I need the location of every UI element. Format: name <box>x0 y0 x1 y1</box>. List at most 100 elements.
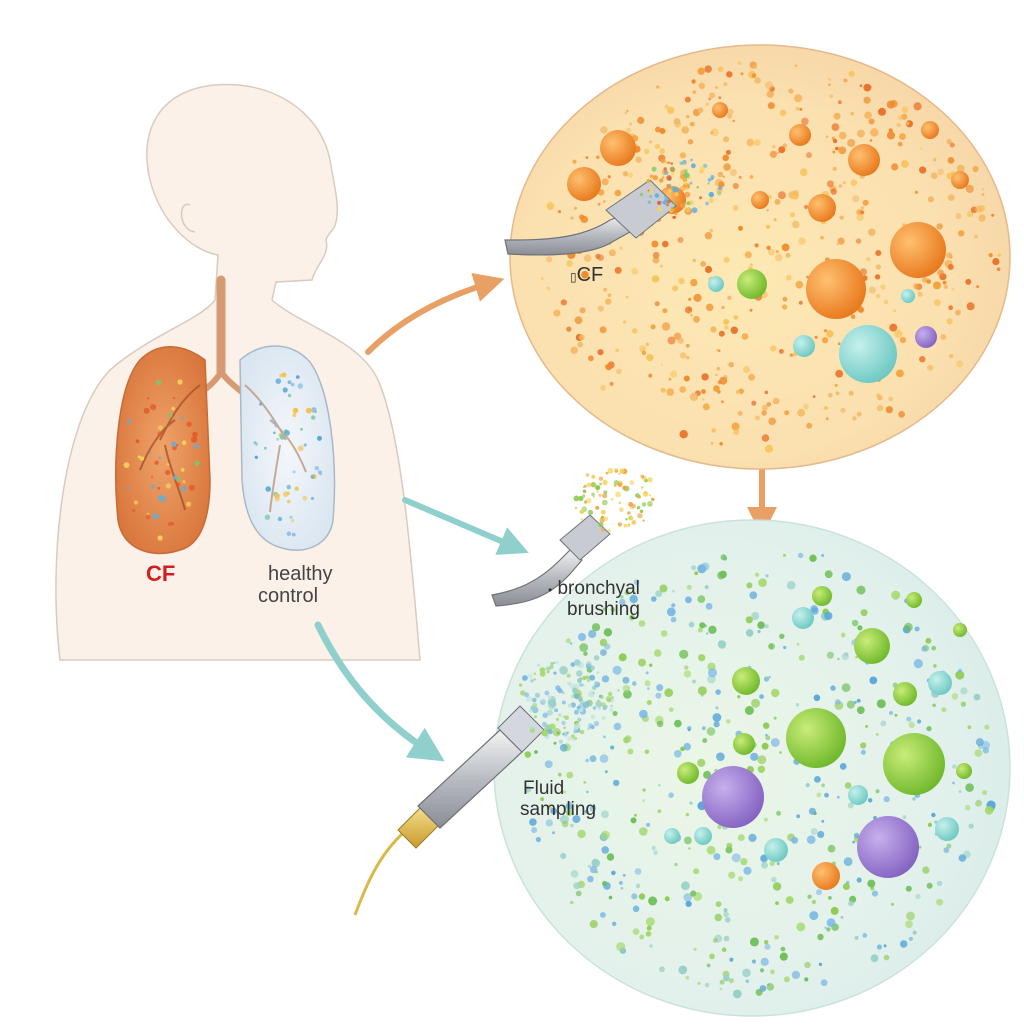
cf-particle <box>654 301 660 307</box>
cf-particle <box>775 250 779 254</box>
healthy-lung-particle <box>264 514 271 520</box>
cf-particle <box>790 212 795 218</box>
healthy-particle <box>905 885 912 892</box>
cf-particle <box>726 71 733 78</box>
healthy-particle <box>683 670 692 678</box>
healthy-particle <box>936 898 944 906</box>
cf-particle <box>715 86 718 89</box>
healthy-particle <box>974 749 983 757</box>
healthy-particle <box>715 689 721 695</box>
cf-particle <box>729 169 738 177</box>
cf-particle <box>723 256 730 263</box>
cf-particle <box>596 155 600 159</box>
cf-particle <box>603 200 606 203</box>
fluid-particle <box>561 700 566 705</box>
healthy-particle <box>726 719 731 724</box>
cf-lung-particle <box>192 431 198 438</box>
healthy-particle <box>776 862 780 866</box>
cf-particle <box>859 84 863 87</box>
healthy-particle <box>655 692 662 699</box>
cf-particle <box>956 164 965 173</box>
fluid-particle <box>541 698 547 704</box>
fluid-particle <box>611 696 614 699</box>
healthy-particle <box>697 981 701 985</box>
cf-particle <box>732 205 739 211</box>
healthy-particle <box>713 853 721 861</box>
healthy-particle <box>915 893 921 900</box>
cf-particle <box>605 363 612 371</box>
cf-particle <box>832 150 836 154</box>
healthy-particle <box>827 844 836 853</box>
cf-particle <box>975 205 983 214</box>
cf-particle <box>717 349 721 353</box>
healthy-particle <box>729 957 734 962</box>
healthy-particle <box>943 847 950 854</box>
cf-particle <box>893 309 897 313</box>
healthy-lung <box>239 345 336 551</box>
cf-lung-particle <box>157 431 163 437</box>
healthy-particle <box>612 921 617 926</box>
brush-particle <box>596 490 599 493</box>
cf-particle <box>860 210 865 215</box>
healthy-particle <box>876 699 886 709</box>
cf-lung-particle <box>194 460 200 466</box>
healthy-particle <box>768 675 771 679</box>
healthy-particle <box>968 823 974 829</box>
healthy-bubble <box>848 785 868 805</box>
fluid-line2: sampling <box>520 799 597 821</box>
healthy-particle <box>570 702 576 708</box>
healthy-lung-particle <box>296 375 300 379</box>
cf-particle <box>688 297 692 301</box>
cf-particle <box>913 102 922 111</box>
cf-particle <box>852 195 860 203</box>
fluid-particle <box>595 700 603 708</box>
healthy-lung-particle <box>292 407 299 414</box>
brush-particle <box>667 161 671 164</box>
cf-particle <box>740 72 744 76</box>
healthy-particle <box>779 633 785 639</box>
fluid-particle <box>601 716 606 720</box>
cf-particle <box>856 411 862 417</box>
cf-particle <box>934 299 941 306</box>
cf-particle <box>940 334 947 340</box>
cf-particle <box>677 237 684 243</box>
healthy-particle <box>984 724 990 730</box>
brush-particle <box>647 200 652 204</box>
cf-particle <box>988 253 993 258</box>
cf-particle <box>710 131 714 135</box>
cf-particle <box>678 277 685 285</box>
cf-particle <box>888 128 893 133</box>
cf-lung-particle <box>139 456 145 461</box>
brush-particle <box>591 492 595 497</box>
cf-particle <box>632 328 638 334</box>
cf-particle <box>782 296 788 302</box>
cf-particle <box>732 182 739 190</box>
healthy-lung-particle <box>282 387 288 393</box>
cf-lung-particle <box>123 462 130 468</box>
healthy-particle <box>693 947 697 951</box>
cf-particle <box>541 277 544 280</box>
healthy-particle <box>632 928 640 935</box>
healthy-particle <box>855 655 858 659</box>
healthy-particle <box>540 797 545 802</box>
fluid-particle <box>566 736 572 741</box>
cf-particle <box>864 111 872 120</box>
healthy-particle <box>844 782 852 789</box>
cf-lung-particle <box>149 451 152 454</box>
cf-particle <box>868 228 876 236</box>
brush-particle <box>666 161 669 164</box>
healthy-particle <box>840 632 846 638</box>
healthy-particle <box>624 735 632 743</box>
cf-particle <box>838 100 842 105</box>
healthy-particle <box>731 853 741 863</box>
healthy-particle <box>826 927 831 932</box>
healthy-particle <box>649 944 653 948</box>
healthy-particle <box>559 743 568 752</box>
healthy-particle <box>826 651 835 659</box>
healthy-particle <box>856 585 866 595</box>
brush-particle <box>710 177 714 181</box>
cf-particle <box>830 188 837 195</box>
healthy-particle <box>552 728 561 737</box>
healthy-particle <box>917 719 922 724</box>
cf-particle <box>840 407 846 413</box>
